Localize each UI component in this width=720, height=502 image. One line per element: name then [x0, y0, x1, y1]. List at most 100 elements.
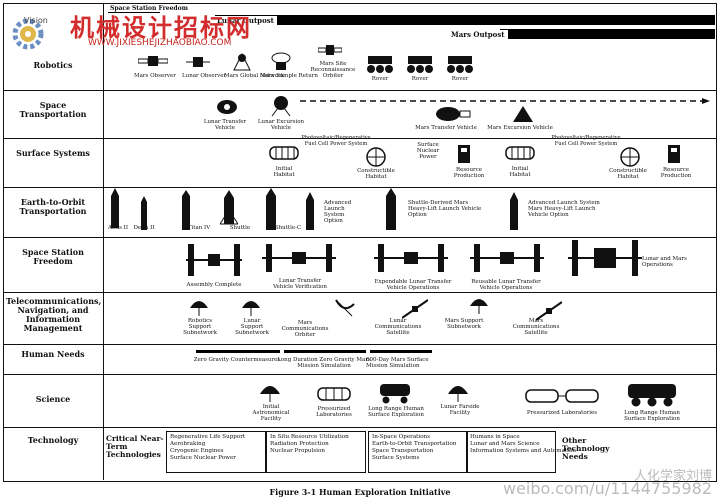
- rocket-icon: [111, 188, 119, 228]
- rover-icon: [407, 56, 433, 73]
- row-divider: [3, 292, 716, 293]
- rover-icon: [447, 56, 473, 73]
- figure-caption: Figure 3-1 Human Exploration Initiative: [269, 487, 451, 497]
- row-label-telecommunications: Telecommunications, Navigation, and Info…: [6, 296, 102, 333]
- row-divider: [3, 187, 716, 188]
- initial-habitat-icon: [505, 146, 535, 160]
- critical-technologies-label: Critical Near-Term Technologies: [106, 434, 164, 459]
- rocket-icon: [510, 192, 518, 230]
- caption-rover: Rover: [371, 76, 389, 82]
- caption-power-system: Photovoltaic/Regenerative Fuel Cell Powe…: [551, 135, 621, 147]
- constructible-habitat-icon: [366, 147, 386, 167]
- technology-item: Earth-to-Orbit Transportation: [372, 441, 457, 447]
- caption-lunar-communications-satellite: Lunar Communications Satellite: [374, 318, 422, 336]
- lunar-excursion-vehicle-icon: [271, 96, 291, 117]
- caption-mars-excursion-vehicle: Mars Excursion Vehicle: [487, 125, 553, 131]
- initial-habitat-icon: [269, 146, 299, 160]
- caption-assembly-complete: Assembly Complete: [186, 282, 242, 288]
- caption-rover: Rover: [451, 76, 469, 82]
- technology-item: Radiation Protection: [270, 441, 329, 447]
- caption-long-duration-simulation: Long Duration Zero Gravity Mars Mission …: [277, 357, 371, 369]
- logo-text: Vision: [24, 16, 48, 25]
- caption-pressurized-laboratories: Pressurized Laboratories: [316, 406, 352, 418]
- caption-zero-gravity-countermeasures: Zero Gravity Countermeasures: [193, 357, 281, 363]
- watermark-site-url: WWW.JIXIESHEJIZHAOBIAO.COM: [88, 38, 232, 48]
- caption-lunar-observer: Lunar Observer: [182, 73, 227, 79]
- satellite-icon: [536, 301, 562, 321]
- technology-item: Surface Nuclear Power: [170, 455, 236, 461]
- caption-mars-communications-orbiter: Mars Communications Orbiter: [281, 320, 329, 338]
- rocket-icon: [266, 188, 276, 230]
- caption-lunar-excursion-vehicle: Lunar Excursion Vehicle: [257, 119, 305, 131]
- caption-initial-astronomical-facility: Initial Astronomical Facility: [252, 404, 290, 422]
- caption-mars-sample-return: Mars Sample Return: [260, 73, 318, 79]
- timeline-label-mars: Mars Outpost: [448, 30, 508, 39]
- technology-box-1: Regenerative Life Support Aerobraking Cr…: [166, 431, 266, 473]
- caption-surface-nuclear-power: Surface Nuclear Power: [416, 142, 440, 160]
- caption-pressurized-laboratories-mars: Pressurized Laboratories: [526, 410, 598, 416]
- watermark-weibo-url: weibo.com/u/1144755982: [502, 479, 712, 498]
- caption-long-range-exploration: Long Range Human Surface Exploration: [368, 406, 424, 418]
- timeline-label-ssf: Space Station Freedom: [108, 5, 190, 12]
- row-label-earth-to-orbit: Earth-to-Orbit Transportation: [19, 197, 87, 216]
- row-label-human-needs: Human Needs: [21, 349, 85, 359]
- other-technology-label: Other Technology Needs: [562, 436, 610, 461]
- reconnaissance-orbiter-icon: [318, 45, 342, 55]
- caption-delta: Delta II: [133, 225, 155, 231]
- timeline-bar-lunar: [215, 15, 715, 25]
- row-divider: [3, 138, 716, 139]
- human-needs-bar: [196, 350, 280, 353]
- caption-lunar-support-subnetwork: Lunar Support Subnetwork: [235, 318, 269, 336]
- mars-observer-icon: [138, 56, 168, 66]
- row-divider: [3, 374, 716, 375]
- caption-mars-global-network: Mars Global Network: [224, 73, 285, 79]
- caption-atlas: Atlas II: [107, 225, 129, 231]
- row-divider: [3, 237, 716, 238]
- caption-initial-habitat: Initial Habitat: [509, 166, 531, 178]
- caption-long-range-exploration-mars: Long Range Human Surface Exploration: [624, 410, 680, 422]
- caption-lunar-mars-ops: Lunar and Mars Operations: [642, 256, 687, 268]
- timeline-arrow-icon: [300, 98, 710, 104]
- caption-600-day-simulation: 600-Day Mars Surface Mission Simulation: [366, 357, 429, 369]
- caption-shuttle-c: Shuttle-C: [274, 225, 302, 231]
- technology-item: Space Transportation: [372, 448, 434, 454]
- caption-mars-observer: Mars Observer: [134, 73, 176, 79]
- pressurized-rover-icon: [380, 384, 410, 404]
- caption-lunar-farside-facility: Lunar Farside Facility: [440, 404, 480, 416]
- caption-mars-transfer-vehicle: Mars Transfer Vehicle: [415, 125, 477, 131]
- technology-box-3: In-Space Operations Earth-to-Orbit Trans…: [368, 431, 468, 473]
- technology-item: Cryogenic Engines: [170, 448, 224, 454]
- label-column-divider: [103, 3, 104, 480]
- telescope-icon: [260, 386, 280, 402]
- watermark-site-name: 机械设计招标网: [70, 14, 252, 42]
- technology-item: Surface Systems: [372, 455, 420, 461]
- timeline-label-lunar: Lunar Outpost: [214, 16, 277, 25]
- caption-mars-support-subnetwork: Mars Support Subnetwork: [444, 318, 484, 330]
- row-label-robotics: Robotics: [33, 60, 73, 70]
- technology-item: In-Space Operations: [372, 434, 431, 440]
- resource-production-icon: [668, 145, 680, 163]
- satellite-dish-icon: [190, 301, 208, 316]
- row-divider: [3, 90, 716, 91]
- row-divider: [3, 427, 716, 428]
- caption-shuttle: Shuttle: [229, 225, 251, 231]
- caption-rover: Rover: [411, 76, 429, 82]
- rocket-icon: [182, 190, 190, 230]
- caption-initial-habitat: Initial Habitat: [273, 166, 295, 178]
- resource-production-icon: [458, 145, 470, 163]
- timeline-bar-mars: [500, 29, 715, 39]
- human-needs-bar: [370, 350, 432, 353]
- row-label-technology: Technology: [27, 435, 79, 445]
- caption-robotics-support-subnetwork: Robotics Support Subnetwork: [183, 318, 217, 336]
- satellite-dish-icon: [470, 299, 488, 314]
- technology-box-2: In Situ Resource Utilization Radiation P…: [266, 431, 366, 473]
- caption-power-system: Photovoltaic/Regenerative Fuel Cell Powe…: [301, 135, 371, 147]
- caption-titan: Titan IV: [187, 225, 211, 231]
- gear-icon: [12, 18, 44, 50]
- row-divider: [3, 344, 716, 345]
- mars-global-network-icon: [233, 52, 251, 71]
- technology-item: Humans in Space: [470, 434, 520, 440]
- technology-item: In Situ Resource Utilization: [270, 434, 349, 440]
- row-label-space-station-freedom: Space Station Freedom: [22, 247, 84, 266]
- laboratory-icon: [317, 387, 351, 401]
